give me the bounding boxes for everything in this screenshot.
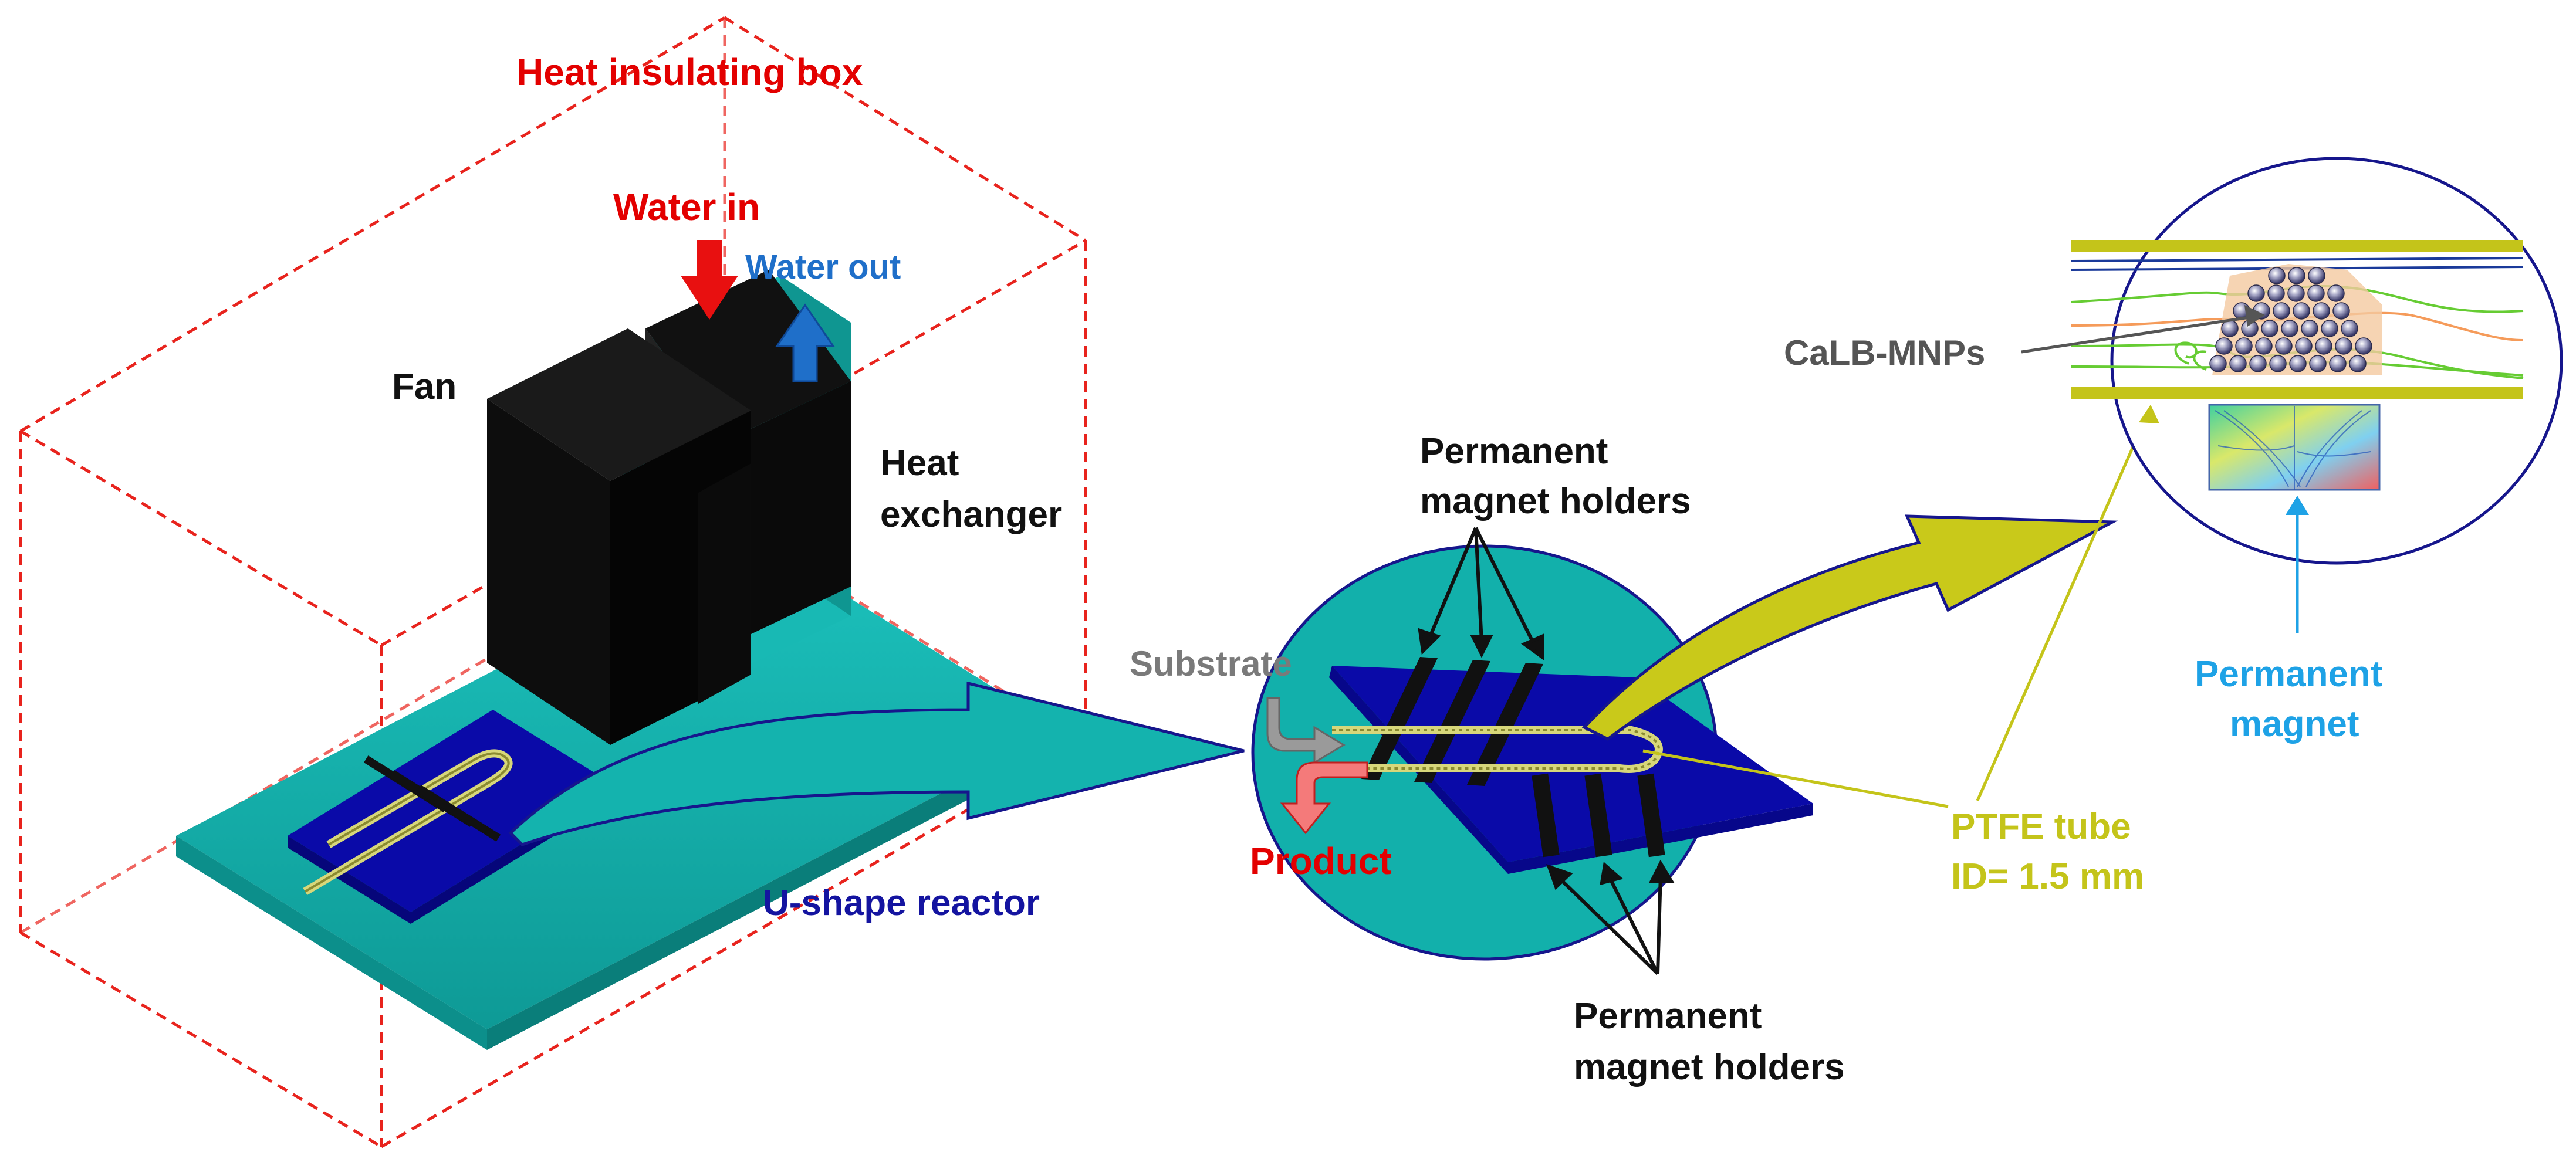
calb-mnp-bead (2315, 337, 2332, 355)
magnet-pointer (2286, 496, 2309, 633)
calb-mnp-bead (2321, 320, 2338, 337)
calb-mnp-bead (2229, 355, 2247, 372)
calb-mnp-bead (2269, 355, 2287, 372)
label-permanent-magnet-1: Permanent (2195, 654, 2382, 694)
holder-pointers-bottom (1546, 859, 1675, 975)
calb-mnp-bead (2261, 320, 2278, 337)
label-substrate: Substrate (1130, 644, 1292, 683)
ptfe-pointer-head (2139, 405, 2159, 423)
label-ptfe-2: ID= 1.5 mm (1951, 856, 2144, 897)
calb-mnp-bead (2329, 355, 2347, 372)
magnified-tube-view (2071, 157, 2563, 565)
fan (487, 328, 751, 745)
calb-mnp-bead (2273, 302, 2290, 320)
calb-mnp-bead (2275, 337, 2293, 355)
calb-mnp-bead (2308, 267, 2325, 284)
calb-mnp-bead (2327, 284, 2345, 302)
label-exchanger: exchanger (880, 494, 1062, 535)
label-permanent-top-1: Permanent (1420, 431, 1608, 472)
calb-mnp-bead (2341, 320, 2358, 337)
calb-mnp-bead (2255, 337, 2273, 355)
label-water-out: Water out (745, 248, 901, 286)
calb-pointer (2021, 305, 2265, 354)
label-permanent-magnet-2: magnet (2230, 704, 2359, 744)
calb-mnp-bead (2247, 284, 2265, 302)
substrate-arrow (1266, 697, 1346, 764)
magnet-field-lines (2215, 406, 2371, 490)
calb-mnp-bead (2249, 355, 2267, 372)
calb-mnp-bead (2355, 337, 2372, 355)
calb-mnp-bead (2209, 355, 2227, 372)
label-heat: Heat (880, 443, 959, 483)
calb-mnp-bead (2309, 355, 2327, 372)
calb-mnp-bead (2268, 267, 2286, 284)
calb-mnp-bead (2349, 355, 2367, 372)
calb-mnp-bead (2332, 302, 2350, 320)
label-permanent-bottom-2: magnet holders (1574, 1047, 1845, 1087)
calb-mnp-bead (2235, 337, 2253, 355)
calb-mnp-bead (2288, 267, 2305, 284)
label-permanent-bottom-1: Permanent (1574, 996, 1762, 1036)
calb-mnp-bead (2267, 284, 2285, 302)
zoom-arrow-tube (1581, 514, 2118, 741)
calb-mnp-bead (2335, 337, 2352, 355)
ptfe-pointer-line-2 (1976, 412, 2149, 802)
label-u-shape-reactor: U-shape reactor (763, 883, 1040, 923)
label-ptfe-1: PTFE tube (1951, 807, 2131, 847)
label-fan: Fan (392, 367, 457, 407)
label-water-in: Water in (613, 186, 760, 228)
calb-mnp-bead (2301, 320, 2318, 337)
label-calb-mnps: CaLB-MNPs (1784, 333, 1985, 372)
calb-mnp-bead (2281, 320, 2298, 337)
reactor-zoom-ellipse (1251, 544, 1813, 961)
calb-mnp-bead (2293, 302, 2310, 320)
calb-mnp-bead (2287, 284, 2305, 302)
calb-mnp-bead (2289, 355, 2307, 372)
product-arrow (1280, 761, 1368, 835)
label-permanent-top-2: magnet holders (1420, 481, 1691, 521)
label-product: Product (1250, 840, 1392, 882)
calb-mnp-bead (2307, 284, 2325, 302)
calb-mnp-bead (2215, 337, 2233, 355)
zoom-arrow-reactor (508, 681, 1245, 846)
water-out-arrow (775, 303, 835, 382)
calb-mnp-bead (2221, 320, 2239, 337)
ptfe-pointer-line-1 (1642, 749, 1949, 808)
label-heat-insulating-box: Heat insulating box (516, 51, 863, 93)
holder-pointers-top (1418, 527, 1544, 660)
calb-mnp-bead (2313, 302, 2330, 320)
u-shape-reactor-small (288, 710, 616, 924)
calb-mnp-bead (2295, 337, 2313, 355)
water-in-arrow (681, 240, 738, 320)
